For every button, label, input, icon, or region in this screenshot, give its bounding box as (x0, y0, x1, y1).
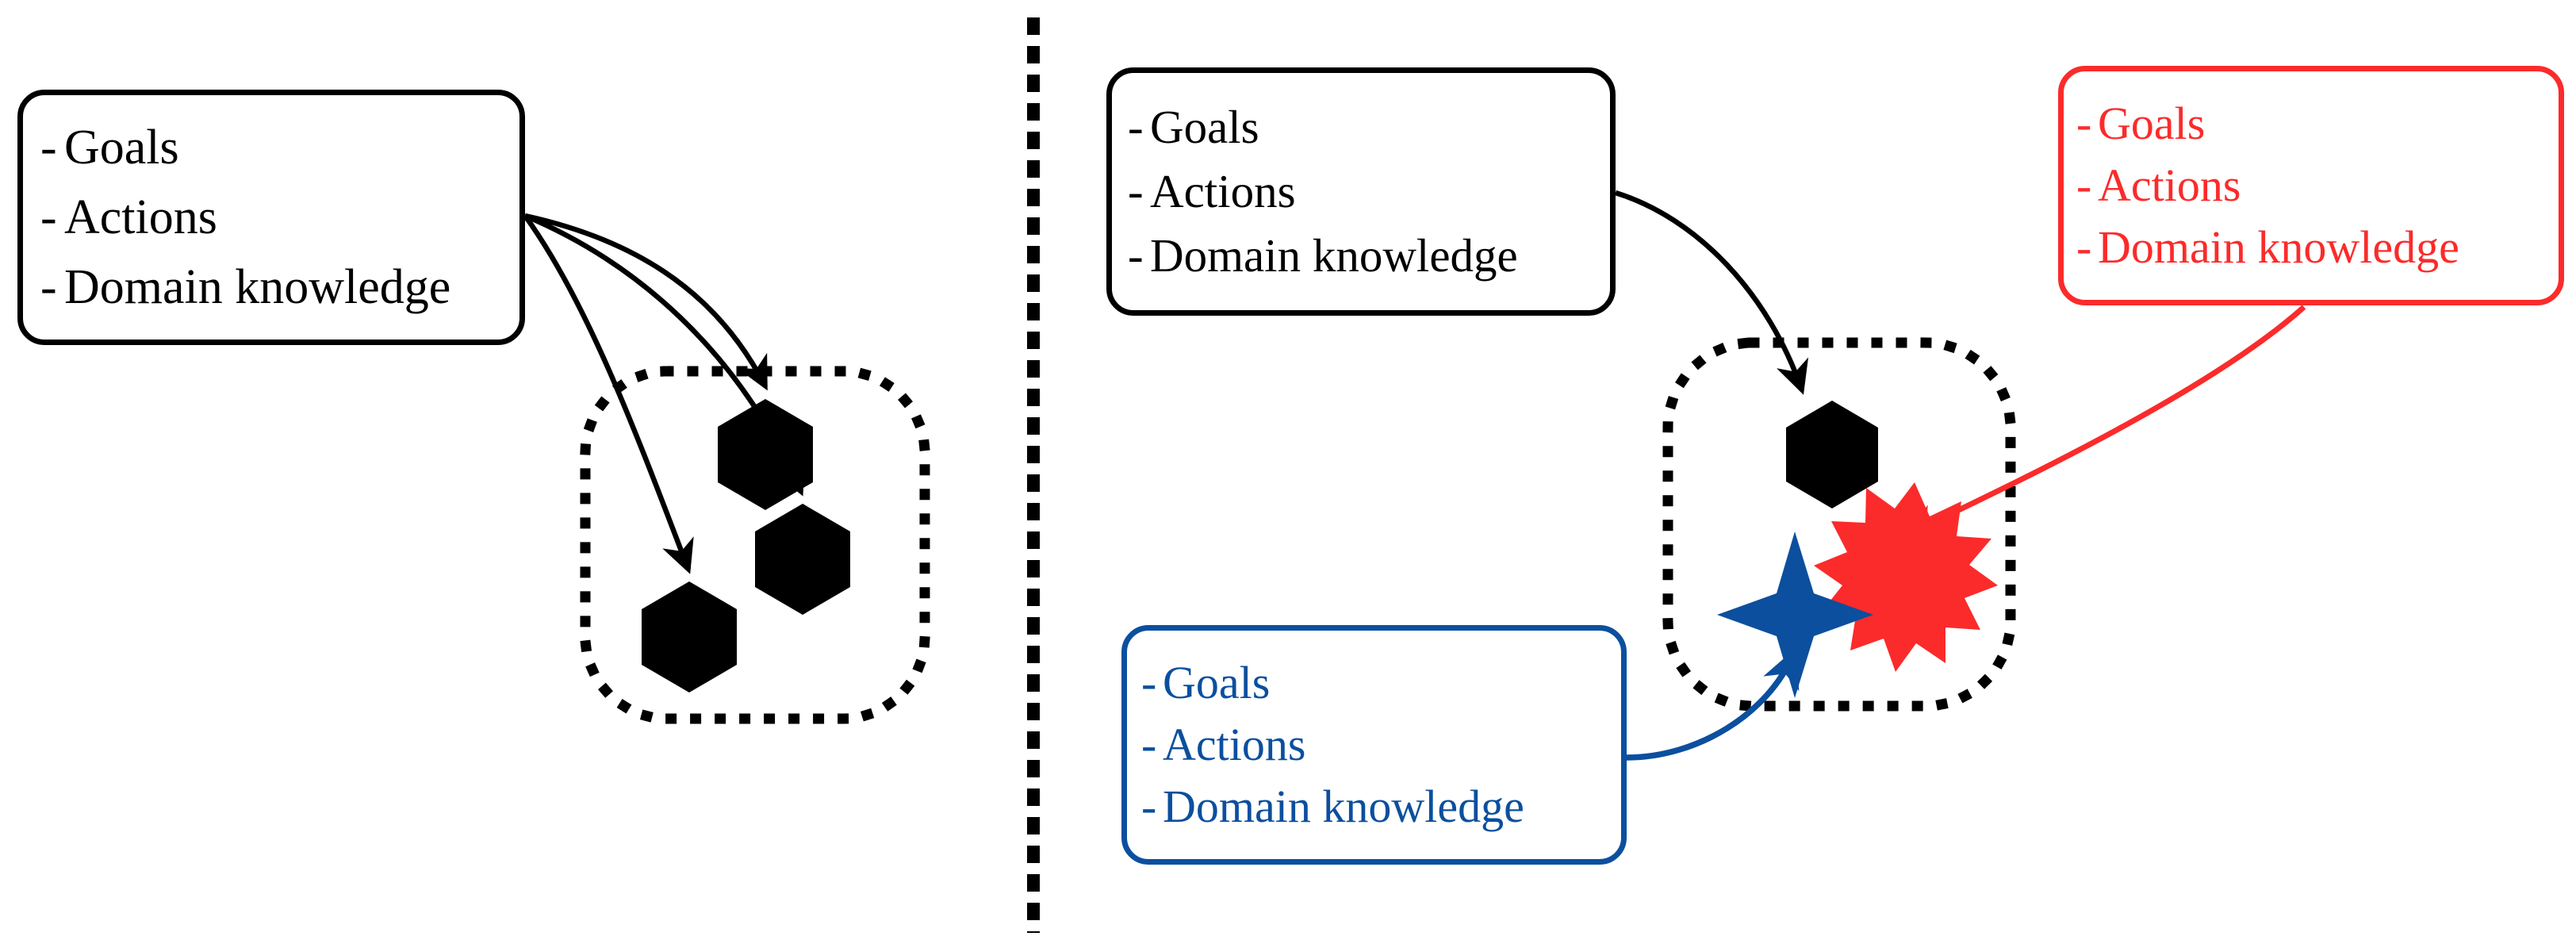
agent-hexagon-3 (642, 581, 737, 693)
spec-item-label: Actions (1163, 719, 1306, 770)
spec-line-goals: - Goals (1141, 660, 1607, 706)
spec-box-black-right: - Goals - Actions - Domain knowledge (1106, 67, 1616, 316)
arrow-blue (1626, 647, 1800, 761)
agent-hexagon-black (1786, 401, 1878, 508)
spec-box-black-left: - Goals - Actions - Domain knowledge (17, 90, 525, 345)
spec-line-domain-knowledge: - Domain knowledge (40, 263, 502, 312)
dotted-environment-right (1662, 337, 2016, 712)
bullet-dash: - (2076, 159, 2092, 211)
spec-item-label: Actions (2098, 159, 2241, 211)
agent-starburst-red (1814, 482, 1998, 672)
bullet-dash: - (40, 260, 57, 314)
arrow-red (1903, 305, 2306, 538)
spec-box-blue: - Goals - Actions - Domain knowledge (1121, 625, 1627, 865)
spec-item-label: Domain knowledge (64, 260, 451, 314)
agent-hexagon-1 (718, 399, 813, 510)
spec-item-label: Domain knowledge (1150, 229, 1518, 282)
spec-item-label: Actions (64, 190, 217, 244)
bullet-dash: - (1128, 165, 1144, 217)
agent-hexagon-2 (755, 504, 850, 615)
spec-item-label: Goals (64, 121, 179, 175)
spec-line-domain-knowledge: - Domain knowledge (1141, 784, 1607, 830)
spec-line-actions: - Actions (2076, 163, 2546, 209)
spec-box-red: - Goals - Actions - Domain knowledge (2058, 66, 2564, 305)
arrow-black-1 (524, 213, 768, 391)
arrow-black-2 (523, 213, 805, 497)
spec-line-domain-knowledge: - Domain knowledge (2076, 224, 2546, 270)
bullet-dash: - (40, 190, 57, 244)
spec-item-label: Goals (2098, 98, 2206, 149)
bullet-dash: - (1128, 101, 1144, 153)
spec-line-actions: - Actions (1128, 168, 1594, 215)
spec-item-label: Actions (1150, 165, 1296, 217)
arrow-black-right (1615, 190, 1809, 395)
bullet-dash: - (40, 121, 57, 175)
spec-line-actions: - Actions (40, 193, 502, 242)
bullet-dash: - (1141, 719, 1157, 770)
dotted-environment-left (580, 366, 930, 724)
spec-line-domain-knowledge: - Domain knowledge (1128, 232, 1594, 279)
spec-line-actions: - Actions (1141, 722, 1607, 768)
spec-item-label: Domain knowledge (1163, 781, 1524, 832)
agent-star-blue (1717, 531, 1873, 698)
spec-line-goals: - Goals (40, 123, 502, 172)
bullet-dash: - (1141, 781, 1157, 832)
spec-line-goals: - Goals (1128, 104, 1594, 151)
spec-item-label: Goals (1150, 101, 1259, 153)
bullet-dash: - (2076, 221, 2092, 273)
arrow-black-3 (523, 214, 694, 574)
bullet-dash: - (1141, 657, 1157, 708)
spec-item-label: Goals (1163, 657, 1271, 708)
bullet-dash: - (2076, 98, 2092, 149)
spec-line-goals: - Goals (2076, 101, 2546, 147)
spec-item-label: Domain knowledge (2098, 221, 2459, 273)
bullet-dash: - (1128, 229, 1144, 282)
